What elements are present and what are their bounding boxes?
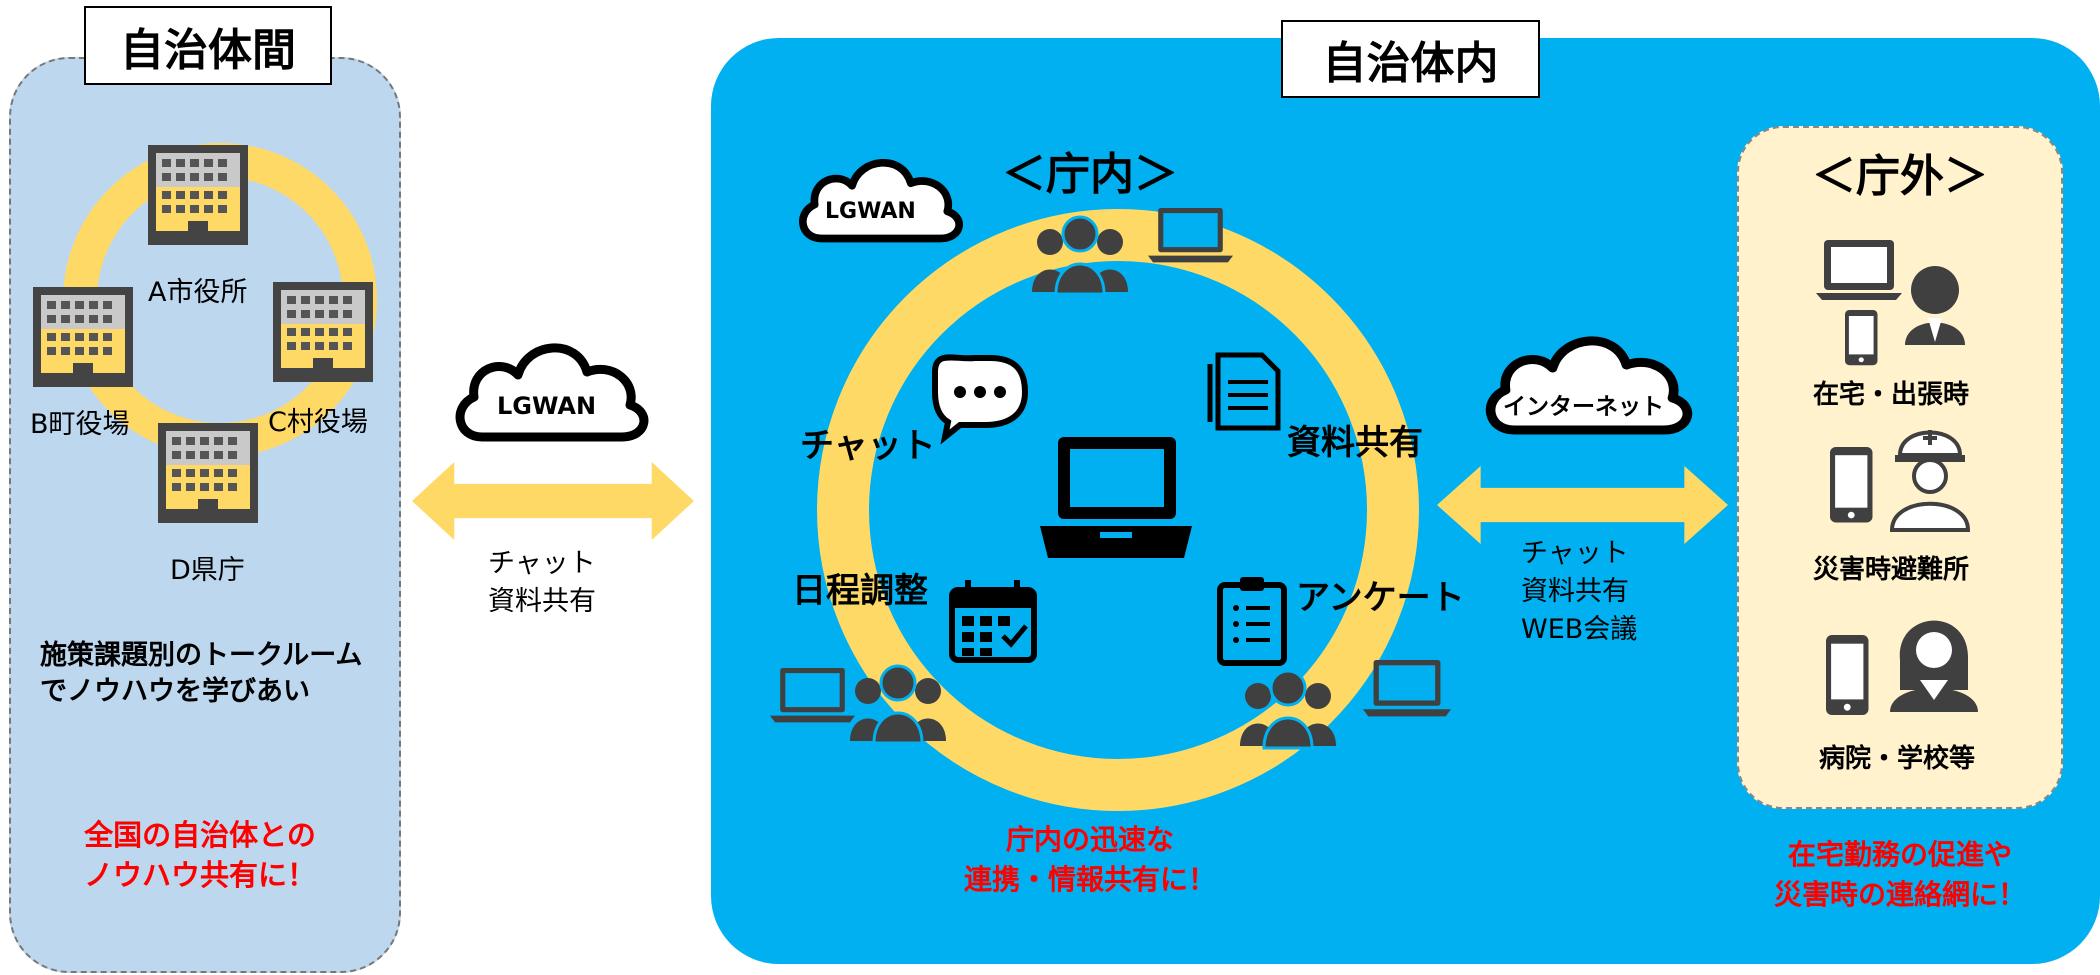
left-tagline: 全国の自治体との ノウハウ共有に！ [83, 818, 316, 892]
center-laptop-icon [1040, 437, 1192, 558]
internet-cloud-label: インターネット [1503, 394, 1664, 420]
outside-item-home: 在宅・出張時 [1813, 380, 1970, 410]
smartphone-icon [1845, 310, 1878, 366]
feature-doc-share-label: 資料共有 [1287, 423, 1423, 463]
outside-heading: ＜庁外＞ [1812, 151, 1988, 202]
internal-heading: ＜庁内＞ [1002, 149, 1178, 200]
outside-item-shelter: 災害時避難所 [1813, 555, 1970, 585]
smartphone-icon [1826, 635, 1869, 716]
right-arrow-text: チャット 資料共有 WEB会議 [1521, 538, 1638, 645]
smartphone-icon [1830, 447, 1873, 523]
inter-municipal-title: 自治体間 [84, 6, 332, 85]
building-label-a: A市役所 [148, 277, 248, 308]
outside-item-hospital: 病院・学校等 [1819, 744, 1976, 774]
chat-bubble-icon [932, 354, 1029, 445]
outside-panel [1737, 126, 2063, 809]
internal-tagline: 庁内の迅速な 連携・情報共有に！ [963, 823, 1216, 896]
left-description: 施策課題別のトークルーム でノウハウを学びあい [40, 640, 363, 707]
building-label-b: B町役場 [30, 409, 130, 440]
document-icon [1207, 352, 1281, 431]
lgwan-small-cloud-label: LGWAN [825, 199, 916, 224]
woman-icon [1890, 620, 1978, 712]
left-arrow-text: チャット 資料共有 [488, 548, 596, 617]
feature-survey-label: アンケート [1296, 578, 1465, 618]
in-municipal-title: 自治体内 [1281, 20, 1540, 98]
lgwan-cloud-label: LGWAN [497, 392, 597, 420]
outside-tagline: 在宅勤務の促進や 災害時の連絡網に！ [1773, 838, 2026, 911]
building-label-c: C村役場 [268, 407, 368, 438]
helmet-worker-icon [1889, 430, 1971, 532]
laptop-icon [1816, 240, 1902, 300]
clipboard-icon [1217, 577, 1287, 666]
businessman-icon [1905, 266, 1965, 345]
feature-schedule-label: 日程調整 [792, 571, 928, 611]
calendar-icon [949, 580, 1037, 663]
feature-chat-label: チャット [800, 426, 936, 466]
building-label-d: D県庁 [170, 555, 245, 586]
